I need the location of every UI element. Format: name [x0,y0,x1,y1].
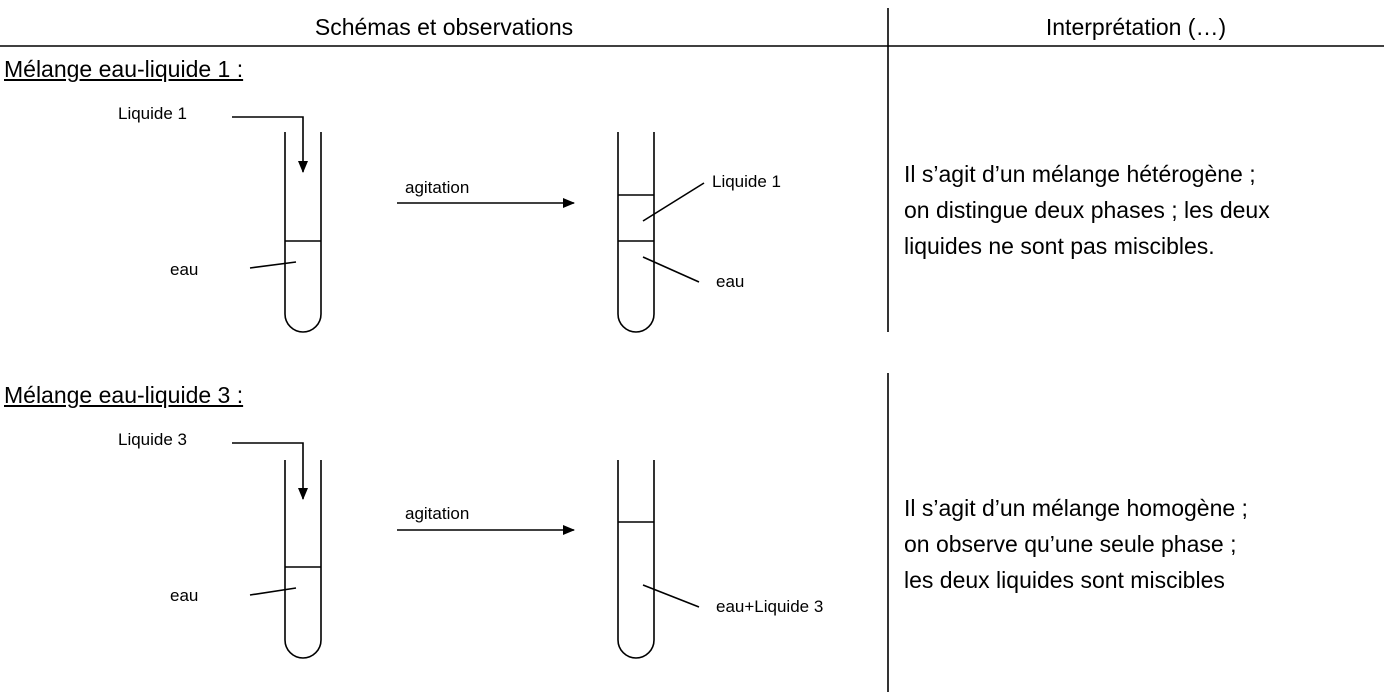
poured-label-1: Liquide 1 [118,104,188,123]
interpretation-1-line-2: on distingue deux phases ; les deux [904,197,1270,223]
poured-label-2: Liquide 3 [118,430,188,449]
header-observations: Schémas et observations [314,14,574,40]
test-tube-2-before [284,460,322,659]
interpretation-2-line-3: les deux liquides sont miscibles [904,567,1225,593]
section-title-1: Mélange eau-liquide 1 : [4,56,244,82]
section-title-2: Mélange eau-liquide 3 : [4,382,244,408]
water-pointer-1 [249,261,297,269]
interpretation-1-line-1: Il s’agit d’un mélange hétérogène ; [904,161,1256,187]
mixture-pointer [642,584,700,608]
interpretation-2-line-1: Il s’agit d’un mélange homogène ; [904,495,1248,521]
interpretation-2: Il s’agit d’un mélange homogène ; on obs… [904,490,1374,598]
water-label-2: eau [170,586,199,605]
test-tube-1-before [284,132,322,333]
interpretation-2-line-2: on observe qu’une seule phase ; [904,531,1237,557]
water-pointer-1-after [642,256,700,283]
interpretation-1: Il s’agit d’un mélange hétérogène ; on d… [904,156,1374,264]
header-interpretation: Interprétation (…) [1045,14,1227,40]
pour-arrow-1 [232,116,308,173]
result-top-label-1: Liquide 1 [712,172,782,191]
result-bottom-label-1: eau [716,272,745,291]
result-label-2: eau+Liquide 3 [716,597,824,616]
water-pointer-2 [249,587,297,596]
test-tube-1-after [617,132,655,333]
liquid1-pointer [642,182,705,222]
agitation-label-2: agitation [405,504,470,523]
test-tube-2-after [617,460,655,659]
water-label-1: eau [170,260,199,279]
agitation-label-1: agitation [405,178,470,197]
interpretation-1-line-3: liquides ne sont pas miscibles. [904,233,1215,259]
pour-arrow-2 [232,442,308,500]
